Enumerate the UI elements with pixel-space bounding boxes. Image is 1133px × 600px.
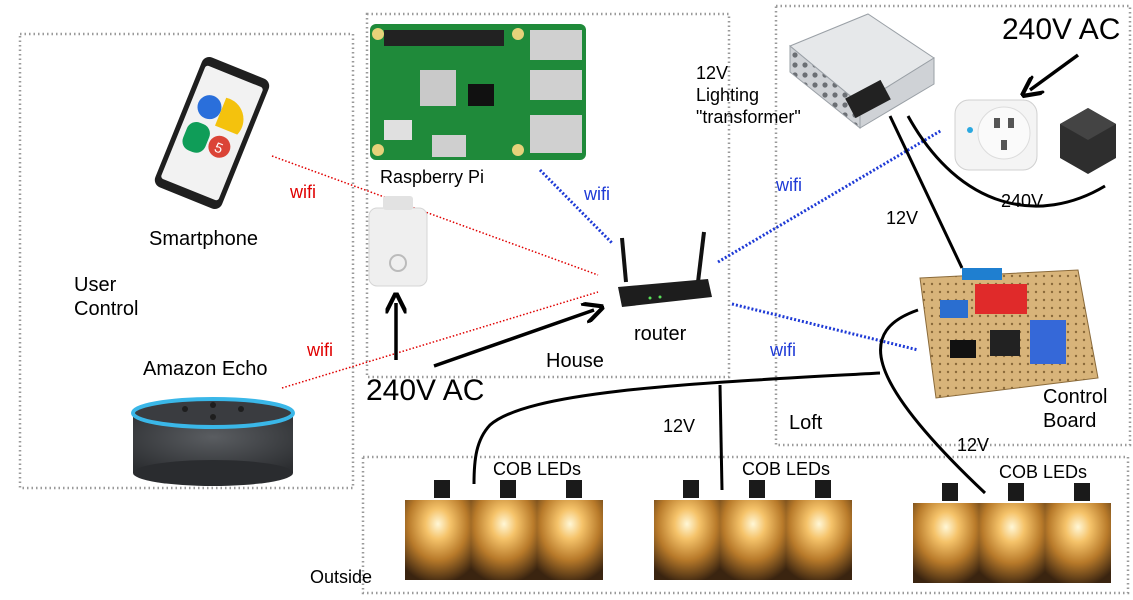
- wifi-label-board: wifi: [770, 340, 796, 360]
- wifi-label-pi: wifi: [584, 184, 610, 204]
- cob-led-glow-3-2: [979, 503, 1045, 583]
- user-control-line1: User: [74, 274, 117, 296]
- router-image: [618, 231, 712, 307]
- power-arrow-to-smartplug: [1030, 53, 1080, 90]
- transformer-line2: Lighting: [696, 85, 760, 105]
- transformer-line1: 12V: [696, 63, 729, 83]
- cob-led-head-3-2: [1008, 483, 1024, 501]
- power-arrow-to-router: [433, 310, 594, 368]
- cob-led-head-1-2: [500, 480, 516, 498]
- wifi-link-echo: [281, 291, 599, 389]
- cable-12v-transformer: [888, 115, 964, 269]
- black-plug-image: [1060, 108, 1116, 174]
- loft-region: [774, 4, 1132, 447]
- ac-label-house: 240V AC: [366, 374, 485, 407]
- cob-led-glow-2-3: [786, 500, 852, 580]
- wifi-label-echo: wifi: [307, 340, 333, 360]
- control-board-image: [919, 268, 1099, 399]
- wifi-link-pi: [538, 168, 614, 245]
- wifi-label-phone: wifi: [290, 182, 316, 202]
- router-label: router: [634, 323, 687, 345]
- cable-12v-mid-drop: [718, 384, 724, 491]
- transformer-label: 12V Lighting "transformer": [696, 62, 801, 128]
- transformer-line3: "transformer": [696, 107, 801, 127]
- user-control-line2: Control: [74, 298, 139, 320]
- cob-led-fixtures: [405, 480, 1111, 583]
- wifi-link-smartplug: [717, 128, 943, 264]
- control-board-line2: Board: [1043, 410, 1097, 432]
- house-region: [365, 12, 731, 379]
- cob-leds-label-1: COB LEDs: [493, 459, 582, 479]
- user-control-region: [18, 32, 355, 490]
- cob-led-glow-3-3: [1045, 503, 1111, 583]
- region-label-loft: Loft: [789, 412, 823, 434]
- cob-led-head-3-3: [1074, 483, 1090, 501]
- voltage-label-12v-transformer: 12V: [886, 208, 919, 228]
- outside-region: [361, 455, 1130, 595]
- transformer-image: [789, 13, 935, 130]
- cable-12v-lower-right: [879, 308, 987, 495]
- amazon-echo-label: Amazon Echo: [143, 358, 268, 380]
- raspberry-pi-label: Raspberry Pi: [380, 167, 485, 187]
- cob-leds-label-2: COB LEDs: [742, 459, 831, 479]
- smartphone-label: Smartphone: [149, 228, 258, 250]
- cob-led-head-2-3: [815, 480, 831, 498]
- cob-led-head-1-1: [434, 480, 450, 498]
- cob-led-glow-1-3: [537, 500, 603, 580]
- ac-label-loft: 240V AC: [1002, 13, 1121, 46]
- smart-plug-image: [954, 99, 1038, 171]
- voltage-label-12v-right: 12V: [957, 435, 990, 455]
- cob-led-head-1-3: [566, 480, 582, 498]
- region-label-house: House: [546, 350, 604, 372]
- control-board-line1: Control: [1043, 386, 1108, 408]
- cob-led-glow-1-2: [471, 500, 537, 580]
- cable-240v: [906, 115, 1106, 208]
- pi-power-adapter-image: [368, 196, 428, 287]
- cob-led-head-2-2: [749, 480, 765, 498]
- cob-led-head-2-1: [683, 480, 699, 498]
- cob-led-glow-2-1: [654, 500, 720, 580]
- control-board-label: Control Board: [1043, 385, 1107, 433]
- cob-led-glow-3-1: [913, 503, 979, 583]
- cob-leds-label-3: COB LEDs: [999, 462, 1088, 482]
- cable-12v-to-leds: [472, 371, 881, 485]
- region-label-outside: Outside: [310, 567, 373, 587]
- voltage-label-240v: 240V: [1001, 191, 1044, 211]
- region-label-user-control: User Control: [74, 273, 138, 321]
- cob-led-glow-2-2: [720, 500, 786, 580]
- wifi-label-smartplug: wifi: [776, 175, 802, 195]
- cob-led-head-3-1: [942, 483, 958, 501]
- smartphone-image: 5: [154, 57, 270, 209]
- amazon-echo-image: [131, 397, 295, 486]
- voltage-label-12v-mid: 12V: [663, 416, 696, 436]
- cob-led-glow-1-1: [405, 500, 471, 580]
- raspberry-pi-image: [370, 24, 586, 160]
